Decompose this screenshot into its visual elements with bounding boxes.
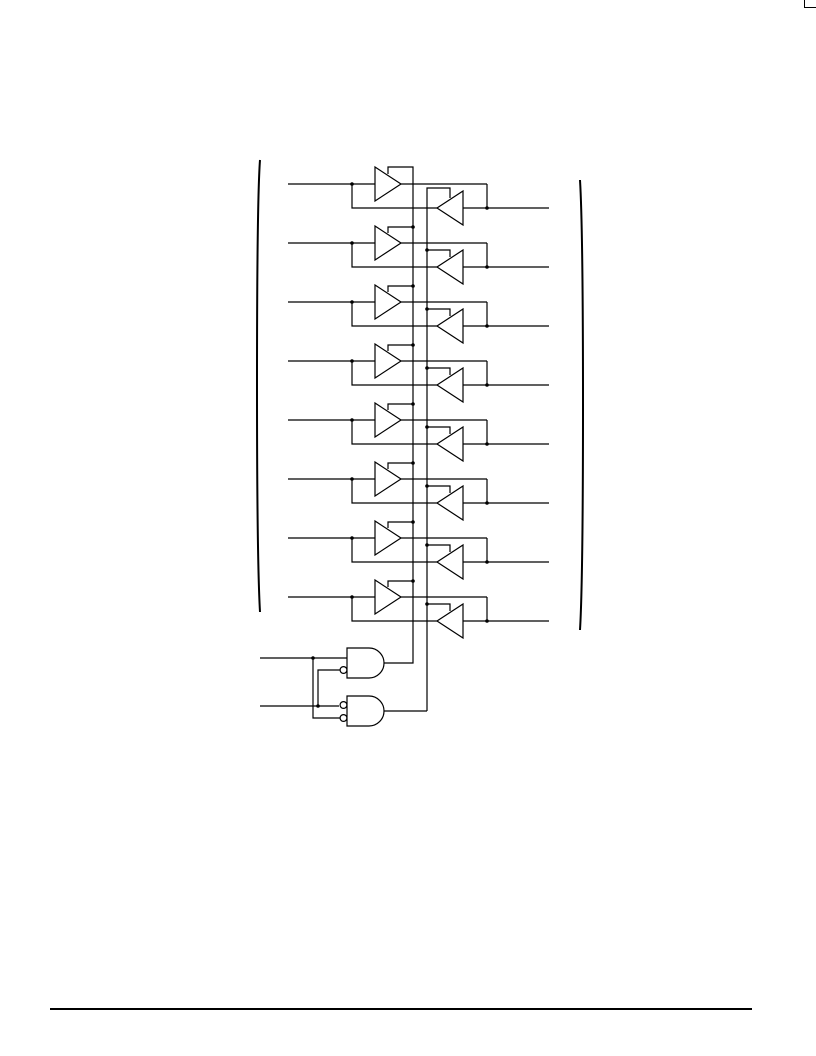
forward-enable-link [387,521,413,528]
forward-enable-link [387,226,413,233]
direction-gate-1 [339,647,414,679]
buffer-a-to-b [374,401,403,439]
bit-6 [288,460,549,522]
forward-enable-link [387,344,413,351]
junction-dot [411,284,415,288]
buffer-a-to-b [374,283,403,321]
bit-7 [288,519,549,581]
reverse-enable-link [427,544,451,552]
reverse-buffer-output [351,361,437,386]
junction-dot [425,425,429,429]
enable-buses [412,168,428,711]
buffer-a-to-b [374,460,403,498]
inversion-bubble [339,665,348,674]
transceiver-bits [288,165,549,640]
gate-output-a-to-b [384,662,414,664]
junction-dot [425,602,429,606]
forward-enable-link [387,403,413,410]
junction-dot [411,461,415,465]
reverse-enable-link [427,426,451,434]
bit-8 [288,578,549,640]
buffer-a-to-b [374,519,403,557]
inversion-bubble [339,713,348,722]
page-corner-mark [804,0,816,8]
and-gate-body [346,647,385,679]
cross-wire-2 [312,658,340,719]
junction-dot [411,402,415,406]
reverse-buffer-output [351,184,437,209]
bit-2 [288,224,549,286]
reverse-buffer-output [351,302,437,327]
reverse-enable-link [426,187,451,198]
reverse-enable-link [427,485,451,493]
forward-enable-link [387,462,413,469]
bit-5 [288,401,549,463]
reverse-buffer-output [351,479,437,504]
buffer-a-to-b [374,342,403,380]
buffer-a-to-b [374,224,403,262]
forward-enable-link [387,166,414,174]
and-gate-body [346,695,385,727]
reverse-buffer-output [351,420,437,445]
junction-dot [425,484,429,488]
junction-dot [425,543,429,547]
junction-dot [411,343,415,347]
buffer-a-to-b [374,578,403,616]
forward-enable-link [387,580,413,587]
junction-dot [425,307,429,311]
direction-gate-2 [339,695,427,727]
junction-dot [411,225,415,229]
footer-rule [50,1008,752,1010]
reverse-enable-link [427,249,451,257]
bit-4 [288,342,549,404]
junction-dot [425,366,429,370]
inversion-bubble [339,700,348,709]
junction-dot [425,248,429,252]
bit-3 [288,283,549,345]
left-bus-brace [256,159,261,613]
reverse-enable-link [427,367,451,375]
reverse-buffer-output [351,538,437,563]
right-bus-brace [579,179,584,631]
junction-dot [411,579,415,583]
reverse-enable-link [427,603,451,611]
bus-braces [256,159,584,631]
bit-1 [288,165,549,227]
cross-wire-1 [317,669,340,706]
buffer-a-to-b [374,165,403,203]
junction-dot [411,520,415,524]
control-logic [260,647,427,727]
reverse-enable-link [427,308,451,316]
forward-enable-link [387,285,413,292]
reverse-buffer-output [351,243,437,268]
reverse-buffer-output [351,597,437,622]
